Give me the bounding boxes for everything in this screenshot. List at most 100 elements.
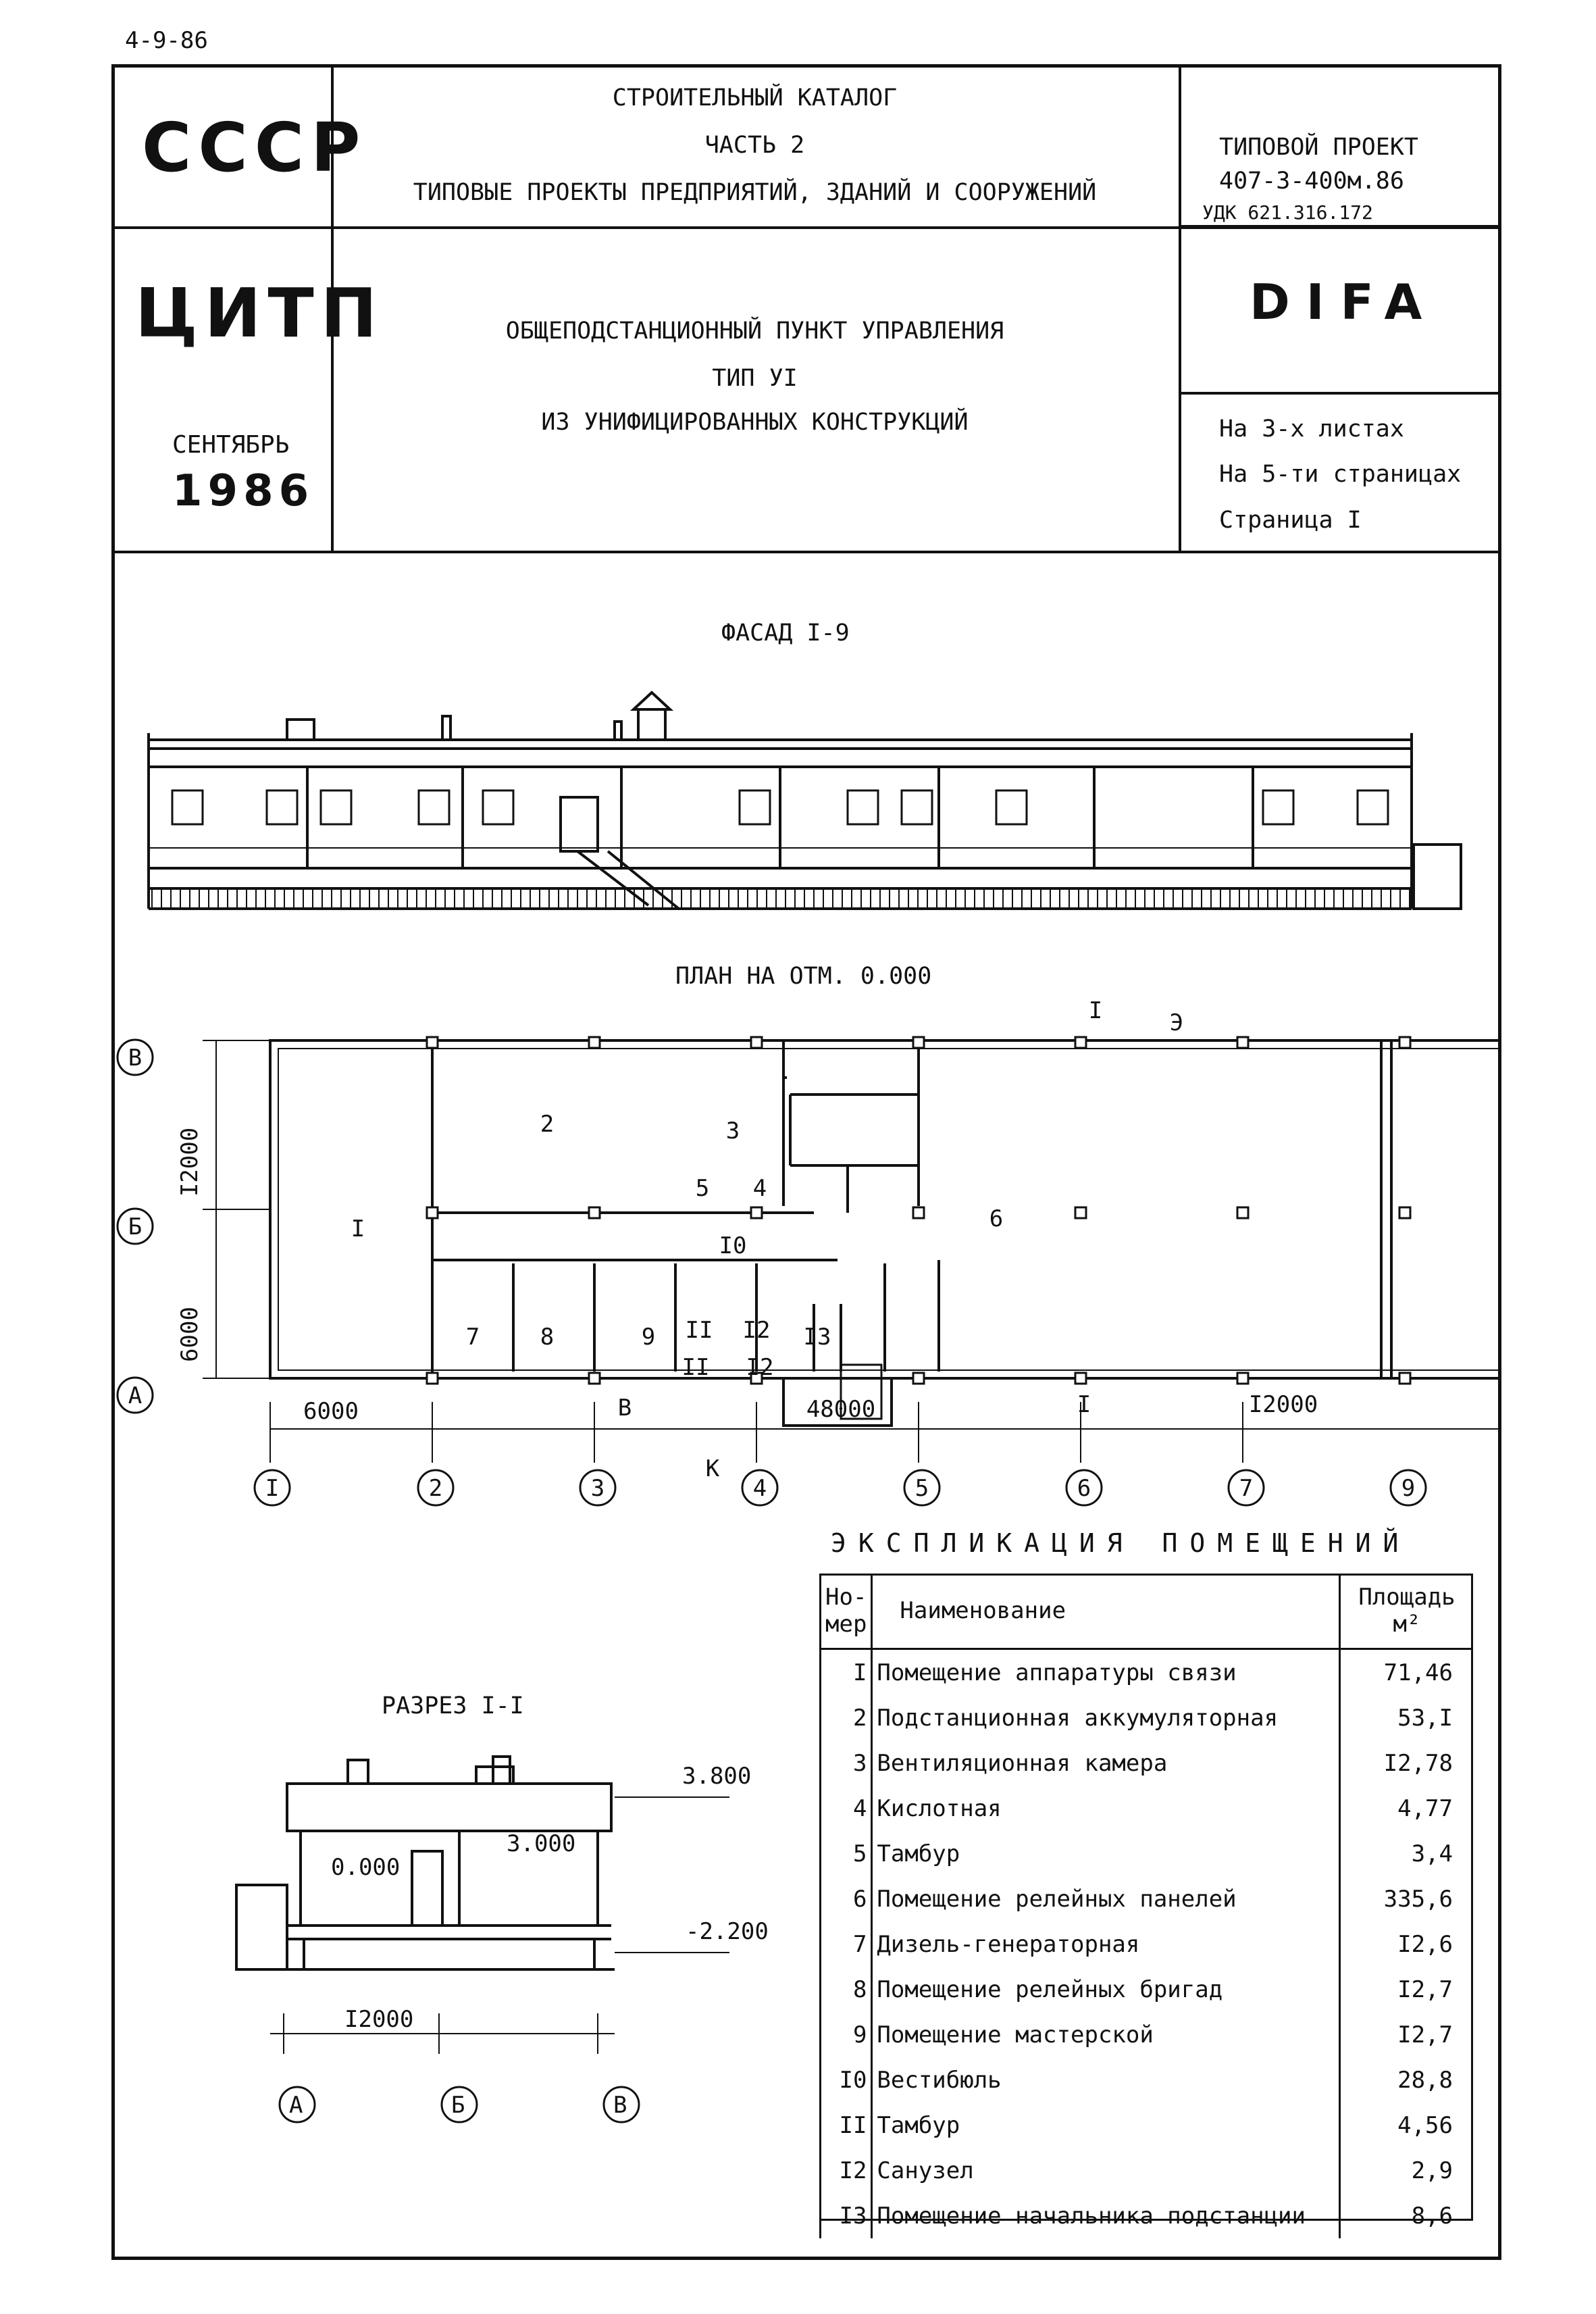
catalog-line-2: ЧАСТЬ 2 [704, 132, 805, 159]
row-name: Тамбур [871, 2103, 1340, 2148]
difa-code: DIFA [1250, 274, 1439, 330]
section-axis-a: А [289, 2092, 303, 2119]
room-6: 6 [989, 1205, 1003, 1232]
room-3: 3 [726, 1117, 740, 1145]
axis-col-9: 9 [1401, 1475, 1415, 1502]
plan-title: ПЛАН НА ОТМ. 0.000 [675, 963, 932, 990]
mark-i-bottom: I [1077, 1391, 1091, 1418]
room-8: 8 [540, 1324, 554, 1351]
row-name: Вентиляционная камера [871, 1740, 1340, 1786]
row-area: I2,78 [1339, 1740, 1473, 1786]
title-block-vdivider-2 [1179, 64, 1181, 552]
axis-col-4: 4 [753, 1475, 767, 1502]
axis-col-6: 6 [1077, 1475, 1091, 1502]
catalog-line-3: ТИПОВЫЕ ПРОЕКТЫ ПРЕДПРИЯТИЙ, ЗДАНИЙ И СО… [413, 179, 1097, 206]
row-area: 8,6 [1339, 2193, 1473, 2238]
room-9: 9 [642, 1324, 655, 1351]
room-2: 2 [540, 1111, 554, 1138]
section-title: РАЗРЕЗ I-I [382, 1692, 524, 1719]
col-area: Площадь м² [1339, 1574, 1473, 1650]
sheets-count: На 3-х листах [1219, 416, 1404, 443]
col-number: Но-мер [819, 1574, 872, 1650]
row-name: Тамбур [871, 1831, 1340, 1876]
row-number: 9 [819, 2012, 872, 2057]
facade-title: ФАСАД I-9 [721, 620, 850, 647]
row-name: Дизель-генераторная [871, 1921, 1340, 1967]
page-number: Страница I [1219, 507, 1362, 534]
project-label: ТИПОВОЙ ПРОЕКТ [1219, 134, 1419, 161]
axis-row-b: Б [128, 1213, 142, 1240]
row-number: I3 [819, 2193, 872, 2238]
udk-code: УДК 621.316.172 [1202, 201, 1373, 224]
axis-row-v: В [128, 1045, 142, 1072]
room-1: I [351, 1215, 365, 1242]
row-name: Помещение релейных бригад [871, 1967, 1340, 2012]
row-area: 28,8 [1339, 2057, 1473, 2103]
document-code: 4-9-86 [125, 27, 208, 54]
row-area: 71,46 [1339, 1649, 1473, 1695]
project-number: 407-3-400м.86 [1219, 168, 1404, 195]
section-dim-12000: I2000 [344, 2006, 413, 2033]
room-4: 4 [753, 1175, 767, 1202]
mark-v: В [618, 1394, 632, 1422]
row-number: 4 [819, 1786, 872, 1831]
axis-col-5: 5 [915, 1475, 929, 1502]
section-drawing: 3.800 3.000 0.000 -2.200 I2000 А Б В [235, 1755, 769, 2123]
row-number: I0 [819, 2057, 872, 2103]
room-12: I2 [743, 1317, 771, 1344]
row-number: 8 [819, 1967, 872, 2012]
row-number: I2 [819, 2148, 872, 2193]
title-block-divider-1 [111, 226, 1501, 229]
room-7: 7 [466, 1324, 480, 1351]
row-area: 53,I [1339, 1695, 1473, 1740]
org-citp: ЦИТП [135, 274, 384, 353]
dim-12000-right: I2000 [1249, 1391, 1318, 1418]
row-number: 6 [819, 1876, 872, 1921]
dim-6000-left: 6000 [176, 1307, 203, 1362]
level-minus-2200: -2.200 [686, 1918, 769, 1945]
row-name: Помещение релейных панелей [871, 1876, 1340, 1921]
explication-title: ЭКСПЛИКАЦИЯ ПОМЕЩЕНИЙ [831, 1528, 1411, 1558]
row-area: I2,7 [1339, 1967, 1473, 2012]
row-name: Помещение мастерской [871, 2012, 1340, 2057]
axis-col-1: I [265, 1475, 279, 1502]
row-number: 7 [819, 1921, 872, 1967]
axis-col-3: 3 [591, 1475, 604, 1502]
row-number: 5 [819, 1831, 872, 1876]
level-0000: 0.000 [331, 1854, 400, 1881]
facade-drawing [147, 690, 1462, 910]
title-block-divider-2 [1179, 392, 1501, 395]
col-name: Наименование [871, 1574, 1340, 1650]
dim-12000-left: I2000 [176, 1128, 203, 1197]
room-11-lower: II [682, 1354, 710, 1381]
row-area: 335,6 [1339, 1876, 1473, 1921]
title-line-1: ОБЩЕПОДСТАНЦИОННЫЙ ПУНКТ УПРАВЛЕНИЯ [505, 318, 1004, 345]
axis-col-7: 7 [1239, 1475, 1253, 1502]
level-3000: 3.000 [507, 1830, 575, 1857]
mark-i-top: I [1089, 997, 1102, 1024]
row-area: 4,77 [1339, 1786, 1473, 1831]
plan-drawing: В Б А I 2 3 4 5 6 7 9 I2000 6000 6000 48… [116, 997, 1499, 1507]
mark-k: К [706, 1455, 720, 1482]
level-3800: 3.800 [682, 1763, 751, 1790]
room-12-lower: I2 [746, 1354, 774, 1381]
axis-col-2: 2 [429, 1475, 442, 1502]
row-number: 2 [819, 1695, 872, 1740]
title-block-divider-3 [1179, 225, 1501, 228]
row-area: 2,9 [1339, 2148, 1473, 2193]
row-number: II [819, 2103, 872, 2148]
title-block-vdivider-1 [331, 64, 334, 552]
org-ussr: СССР [142, 108, 367, 187]
